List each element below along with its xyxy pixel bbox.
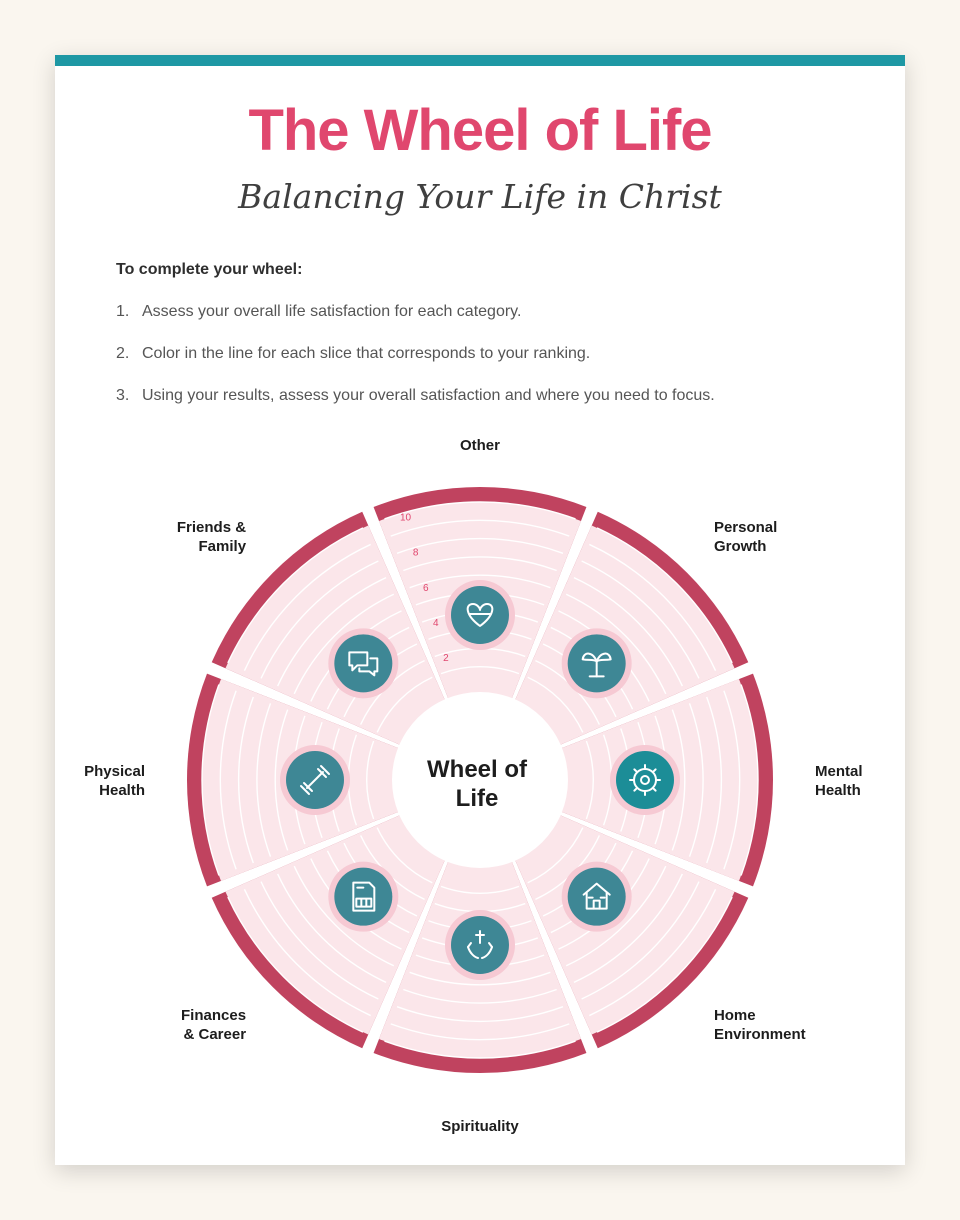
heart-icon	[445, 580, 515, 650]
rating-line[interactable]	[256, 703, 272, 857]
rating-line[interactable]	[366, 740, 375, 820]
rating-line[interactable]	[227, 896, 364, 1033]
segment-label: Spirituality	[441, 1118, 519, 1135]
segment-label: Home	[714, 1007, 756, 1024]
rating-line[interactable]	[293, 865, 395, 967]
segment-label: Physical	[84, 763, 145, 780]
segment-label: Health	[815, 782, 861, 799]
wheel-of-life-diagram: SignificantOtherPersonalGrowthMentalHeal…	[84, 437, 863, 1135]
house-icon	[561, 861, 632, 932]
scale-tick-label: 6	[423, 583, 429, 594]
segment-label: Mental	[815, 763, 863, 780]
rating-line[interactable]	[384, 501, 576, 520]
segment-label: Friends &	[177, 519, 246, 536]
wheel-center-label: Life	[456, 785, 499, 812]
rating-line[interactable]	[409, 971, 551, 986]
rating-line[interactable]	[581, 560, 700, 679]
rating-line[interactable]	[396, 537, 564, 554]
praying-hands-icon	[445, 910, 515, 980]
scale-tick-label: 4	[433, 618, 439, 629]
segment-label: Environment	[714, 1026, 806, 1043]
rating-line[interactable]	[277, 873, 387, 983]
segment-label: Other	[460, 437, 500, 454]
rating-line[interactable]	[409, 574, 551, 589]
rating-line[interactable]	[565, 865, 667, 967]
rating-line[interactable]	[376, 827, 433, 884]
rating-line[interactable]	[237, 696, 254, 864]
segment-label: & Career	[184, 1026, 247, 1043]
rating-line[interactable]	[740, 684, 759, 876]
instruction-list: 1. Assess your overall life satisfaction…	[116, 303, 715, 429]
rating-line[interactable]	[376, 676, 433, 733]
worksheet-page: The Wheel of Life Balancing Your Life in…	[55, 55, 905, 1165]
rating-line[interactable]	[390, 519, 570, 537]
scale-tick-label: 2	[443, 653, 449, 664]
rating-line[interactable]	[527, 827, 584, 884]
wheel-center	[392, 692, 568, 868]
rating-line[interactable]	[260, 560, 379, 679]
page-subtitle: Balancing Your Life in Christ	[238, 177, 722, 216]
instruction-step: 1. Assess your overall life satisfaction…	[116, 303, 715, 345]
brain-icon	[610, 745, 680, 815]
rating-line[interactable]	[589, 889, 717, 1017]
segment-label: Finances	[181, 1007, 246, 1024]
rating-line[interactable]	[219, 690, 237, 870]
instruction-step: 2. Color in the line for each slice that…	[116, 345, 715, 387]
segment-label: Family	[199, 538, 247, 555]
rating-line[interactable]	[596, 896, 733, 1033]
segment-label: Health	[99, 782, 145, 799]
sprout-icon	[561, 628, 632, 699]
rating-line[interactable]	[596, 527, 733, 664]
step-number: 2.	[116, 345, 130, 362]
rating-line[interactable]	[573, 873, 683, 983]
step-number: 1.	[116, 303, 130, 320]
segment-label: Growth	[714, 538, 767, 555]
rating-line[interactable]	[706, 696, 723, 864]
rating-line[interactable]	[201, 684, 220, 876]
rating-line[interactable]	[565, 593, 667, 695]
wheel-center-label: Wheel of	[427, 756, 528, 783]
rating-line[interactable]	[243, 543, 371, 671]
rating-line[interactable]	[671, 709, 686, 851]
rating-line[interactable]	[260, 881, 379, 1000]
segment-label: Personal	[714, 519, 777, 536]
page-title: The Wheel of Life	[248, 98, 712, 163]
rating-line[interactable]	[384, 1040, 576, 1059]
instruction-step: 3. Using your results, assess your overa…	[116, 387, 715, 429]
step-text: Color in the line for each slice that co…	[142, 345, 591, 362]
rating-line[interactable]	[440, 666, 520, 675]
rating-line[interactable]	[274, 709, 289, 851]
top-accent-bar	[55, 55, 905, 66]
chat-bubbles-icon	[328, 628, 399, 699]
rating-line[interactable]	[440, 885, 520, 894]
step-text: Using your results, assess your overall …	[142, 387, 715, 404]
instructions-heading: To complete your wheel:	[116, 261, 303, 278]
rating-line[interactable]	[390, 1023, 570, 1041]
scale-tick-label: 8	[413, 548, 419, 559]
rating-line[interactable]	[589, 543, 717, 671]
rating-line[interactable]	[581, 881, 700, 1000]
finance-document-icon	[328, 861, 399, 932]
rating-line[interactable]	[243, 889, 371, 1017]
scale-tick-label: 10	[400, 512, 412, 523]
rating-line[interactable]	[403, 556, 557, 572]
rating-line[interactable]	[396, 1006, 564, 1023]
dumbbell-icon	[280, 745, 350, 815]
step-number: 3.	[116, 387, 130, 404]
step-text: Assess your overall life satisfaction fo…	[142, 303, 522, 320]
rating-line[interactable]	[403, 988, 557, 1004]
rating-line[interactable]	[585, 740, 594, 820]
rating-line[interactable]	[688, 703, 704, 857]
rating-line[interactable]	[573, 577, 683, 687]
rating-line[interactable]	[293, 593, 395, 695]
rating-line[interactable]	[277, 577, 387, 687]
rating-line[interactable]	[227, 527, 364, 664]
rating-line[interactable]	[527, 676, 584, 733]
rating-line[interactable]	[723, 690, 741, 870]
